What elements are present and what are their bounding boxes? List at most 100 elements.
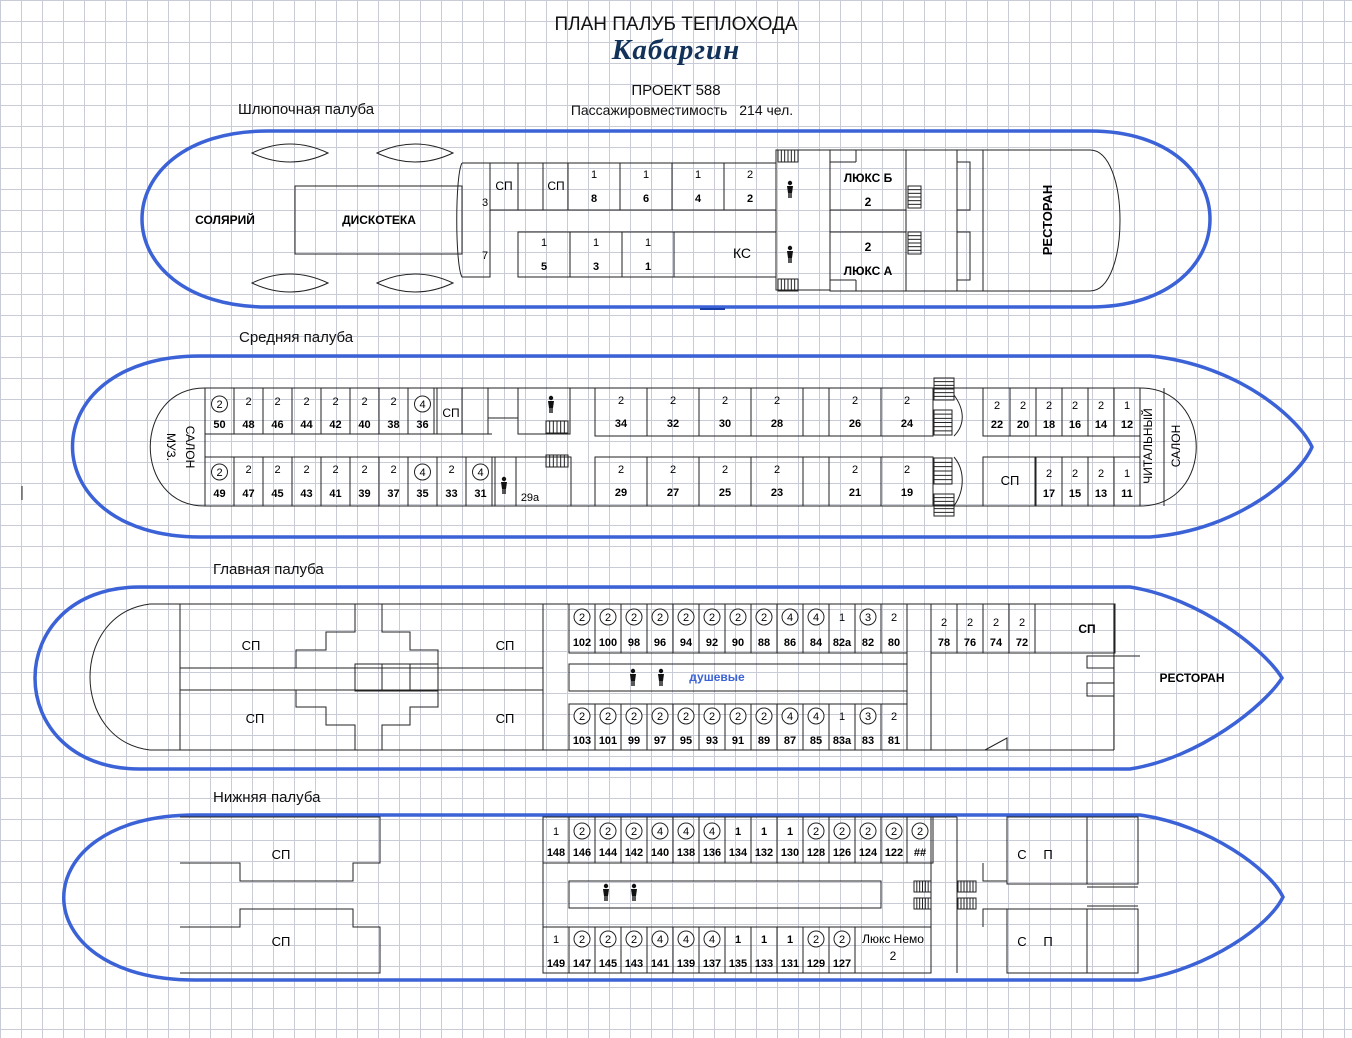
cabin-seats: 2 bbox=[1046, 400, 1052, 412]
disco-label: ДИСКОТЕКА bbox=[342, 213, 416, 227]
seat-circle bbox=[651, 930, 669, 948]
wc-room bbox=[491, 456, 517, 507]
seat-circle bbox=[807, 608, 825, 626]
cabin-seats: 2 bbox=[1098, 400, 1104, 412]
cabin-number: 16 bbox=[1069, 419, 1081, 431]
cabin-seats: 2 bbox=[245, 464, 251, 476]
cabin-number: 78 bbox=[938, 637, 950, 649]
cabin-seats: 2 bbox=[631, 934, 637, 946]
cabin-number: 99 bbox=[628, 735, 640, 747]
restaurant-label: РЕСТОРАН bbox=[1159, 671, 1224, 685]
cabin-seats: 2 bbox=[683, 711, 689, 723]
wall bbox=[953, 456, 963, 507]
seat-circle bbox=[651, 822, 669, 840]
cabin-seats: 1 bbox=[553, 934, 559, 946]
cabin-seats: 2 bbox=[618, 464, 624, 476]
cabin bbox=[723, 162, 777, 211]
cabin-seats: 1 bbox=[839, 612, 845, 624]
cabin-seats: 2 bbox=[579, 934, 585, 946]
cabin-seats: 2 bbox=[735, 711, 741, 723]
cabin-seats: 2 bbox=[390, 396, 396, 408]
cabin-number: 46 bbox=[271, 419, 283, 431]
cabin-seats: 2 bbox=[618, 395, 624, 407]
sp-label: СП bbox=[496, 638, 515, 653]
hull-outlines bbox=[33, 129, 1314, 982]
cabin-seats: 1 bbox=[541, 237, 547, 249]
cabin-seats: 2 bbox=[631, 711, 637, 723]
cabin-seats: 2 bbox=[631, 826, 637, 838]
cabin-seats: 2 bbox=[813, 934, 819, 946]
cabin-number: 37 bbox=[387, 488, 399, 500]
cabin-seats: 2 bbox=[1072, 400, 1078, 412]
cabin-seats: 2 bbox=[605, 826, 611, 838]
sp-label: СП bbox=[442, 406, 459, 420]
vestibule bbox=[487, 387, 519, 419]
bow-salon bbox=[89, 603, 181, 751]
cabin-number: 76 bbox=[964, 637, 976, 649]
rear-house bbox=[829, 149, 1121, 292]
cabin-number: 13 bbox=[1095, 488, 1107, 500]
cabin-number: 28 bbox=[771, 418, 783, 430]
seat-circle bbox=[885, 822, 903, 840]
cabin-number: 43 bbox=[300, 488, 312, 500]
capacity-value: 214 чел. bbox=[739, 102, 794, 118]
cabin-seats: 1 bbox=[645, 237, 651, 249]
cabin-seats: 2 bbox=[967, 617, 973, 629]
cabin-seats: 2 bbox=[747, 169, 753, 181]
cabin-seats: 2 bbox=[361, 396, 367, 408]
cross-corridor bbox=[354, 663, 439, 692]
seat-circle bbox=[211, 395, 228, 413]
cabin-seats: 4 bbox=[709, 826, 715, 838]
cabin-seats: 2 bbox=[274, 396, 280, 408]
cabin bbox=[621, 231, 675, 278]
cabin-number: 26 bbox=[849, 418, 861, 430]
seat-circle bbox=[729, 608, 747, 626]
seat-circle bbox=[599, 707, 617, 725]
cabin-number: 74 bbox=[990, 637, 1003, 649]
main-deck-hull bbox=[33, 585, 1285, 771]
seat-circle bbox=[677, 930, 695, 948]
music-label: МУЗ. bbox=[164, 433, 178, 461]
cabin-seats: 4 bbox=[657, 826, 663, 838]
capacity-label: Пассажировместимость bbox=[570, 102, 728, 118]
seat-circle bbox=[211, 463, 228, 481]
cabin-number: 45 bbox=[271, 488, 283, 500]
seat-circle bbox=[703, 930, 721, 948]
wall bbox=[1086, 682, 1115, 697]
seat-circle bbox=[859, 707, 877, 725]
seat-circle bbox=[703, 707, 721, 725]
cabin-seats: 2 bbox=[891, 826, 897, 838]
seat-circle bbox=[625, 707, 643, 725]
p-label: П bbox=[1043, 934, 1052, 949]
seat-circle bbox=[677, 822, 695, 840]
cabin-number: 19 bbox=[901, 487, 913, 499]
sp-label: СП bbox=[272, 847, 291, 862]
cabin-number: 131 bbox=[781, 958, 799, 970]
cabin-number: 22 bbox=[991, 419, 1003, 431]
cabin-seats: 2 bbox=[761, 711, 767, 723]
p-label: П bbox=[1043, 847, 1052, 862]
cabin-number: 42 bbox=[329, 419, 341, 431]
seat-circle bbox=[833, 822, 851, 840]
cabin bbox=[880, 456, 934, 507]
wall bbox=[984, 737, 1008, 751]
corridor bbox=[461, 387, 489, 435]
cabin-number: 48 bbox=[242, 419, 254, 431]
cabin-number: 6 bbox=[643, 193, 649, 205]
sp-room bbox=[982, 456, 1036, 507]
cabin-seats: 2 bbox=[891, 711, 897, 723]
seat-circle bbox=[625, 822, 643, 840]
cabin-seats: 2 bbox=[332, 464, 338, 476]
wall bbox=[295, 690, 356, 750]
cabin-number: 36 bbox=[416, 419, 428, 431]
cabin-number: 144 bbox=[599, 847, 618, 859]
cabin-number: 98 bbox=[628, 637, 640, 649]
cabin bbox=[880, 387, 934, 437]
showers-block bbox=[568, 880, 882, 909]
cabin-seats: 2 bbox=[274, 464, 280, 476]
cabin-number: 50 bbox=[213, 419, 225, 431]
sp-label: СП bbox=[495, 179, 512, 193]
c-label: С bbox=[1017, 847, 1026, 862]
lux-nemo-label: Люкс Немо bbox=[862, 932, 924, 946]
cabin-number: 143 bbox=[625, 958, 643, 970]
